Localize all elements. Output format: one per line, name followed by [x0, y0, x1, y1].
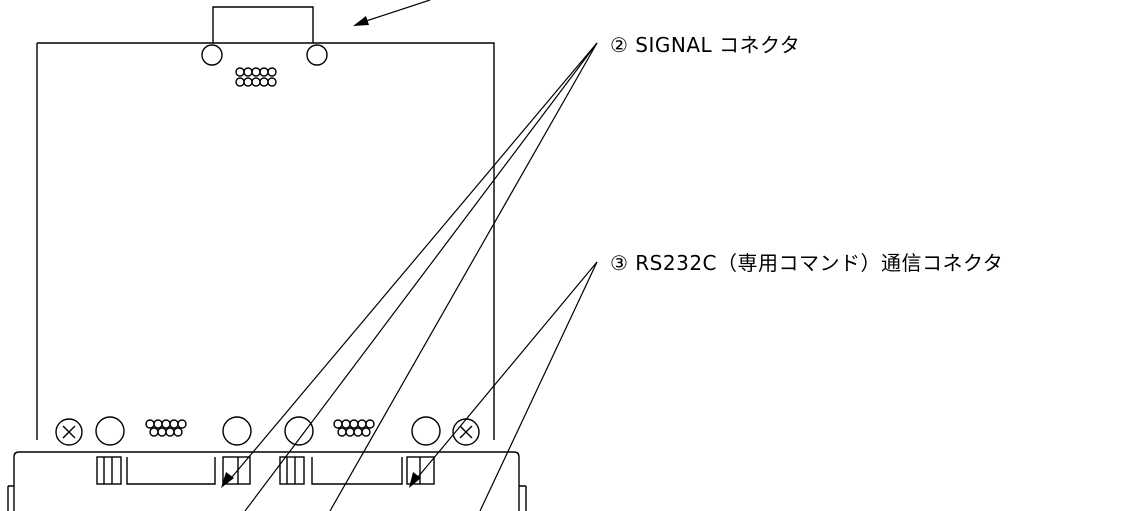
bottom-hole-3 [284, 416, 314, 446]
outer-frame [13, 451, 520, 511]
top-connector-housing [212, 6, 314, 43]
bottom-hole-1 [95, 416, 125, 446]
rs232c-connector-label: ③ RS232C（専用コマンド）通信コネクタ [610, 251, 1004, 275]
outer-frame-side-left [7, 485, 14, 511]
connector-bracket-left [96, 456, 251, 485]
screw-right [452, 418, 480, 446]
board-outline [36, 42, 495, 440]
top-pin-array [235, 67, 277, 87]
outer-frame-side-right [519, 485, 527, 511]
bottom-hole-4 [411, 416, 441, 446]
arrowhead-signal [221, 472, 234, 488]
signal-connector-label: ② SIGNAL コネクタ [610, 33, 801, 57]
bottom-pin-array-left [145, 419, 187, 437]
arrowhead-rs232c [409, 472, 421, 488]
top-mount-hole-left [201, 44, 223, 66]
bottom-pin-array-right [333, 419, 375, 437]
leader-lines [226, 0, 598, 511]
connector-bracket-right [279, 456, 435, 485]
arrowheads [221, 16, 421, 488]
arrowhead-top [353, 16, 369, 26]
bottom-hole-2 [222, 416, 252, 446]
screw-left [55, 418, 83, 446]
top-mount-hole-right [306, 44, 328, 66]
